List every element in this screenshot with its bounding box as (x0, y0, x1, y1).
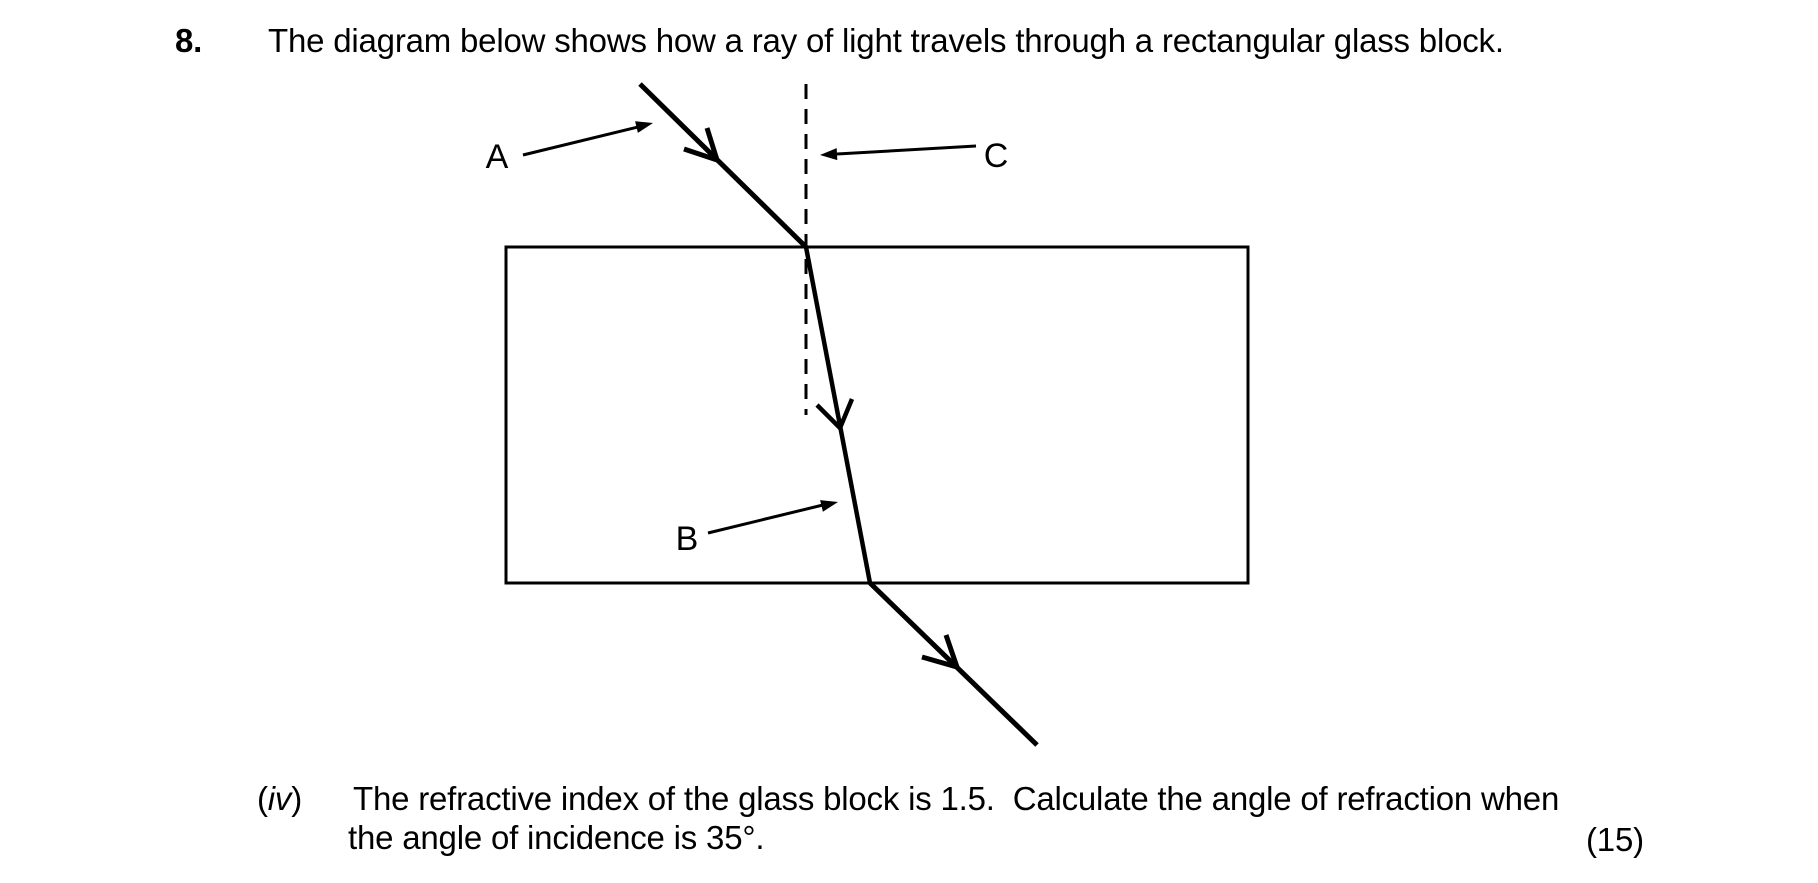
label-incident-ray: A (486, 138, 509, 176)
incident-ray-arrowhead-icon (683, 127, 721, 164)
refracted-ray (803, 246, 873, 584)
refracted-ray-arrowhead-icon (815, 398, 855, 432)
subquestion-numeral-close: ) (291, 780, 303, 817)
subquestion-numeral-open: ( (257, 780, 268, 817)
subquestion-numeral-roman: iv (267, 780, 292, 817)
label-c-pointer-line (836, 144, 977, 156)
subquestion-text-line1: The refractive index of the glass block … (353, 780, 1560, 817)
question-text: The diagram below shows how a ray of lig… (268, 22, 1504, 59)
emergent-ray-arrowhead-icon (921, 634, 961, 671)
question-number: 8. (175, 22, 203, 59)
label-a-pointer-line (522, 125, 639, 157)
label-b-arrowhead-icon (820, 500, 838, 512)
label-b-pointer-line (707, 503, 824, 535)
subquestion-text-line2: the angle of incidence is 35°. (348, 819, 765, 856)
label-a-arrowhead-icon (635, 121, 653, 133)
label-c-arrowhead-icon (820, 148, 838, 161)
glass-block (504, 245, 1250, 585)
label-normal: C (984, 137, 1009, 175)
marks-badge: (15) (1586, 821, 1644, 858)
incident-ray (638, 82, 808, 249)
label-refracted-ray: B (676, 520, 699, 558)
subquestion-numeral: (iv) (257, 779, 302, 819)
